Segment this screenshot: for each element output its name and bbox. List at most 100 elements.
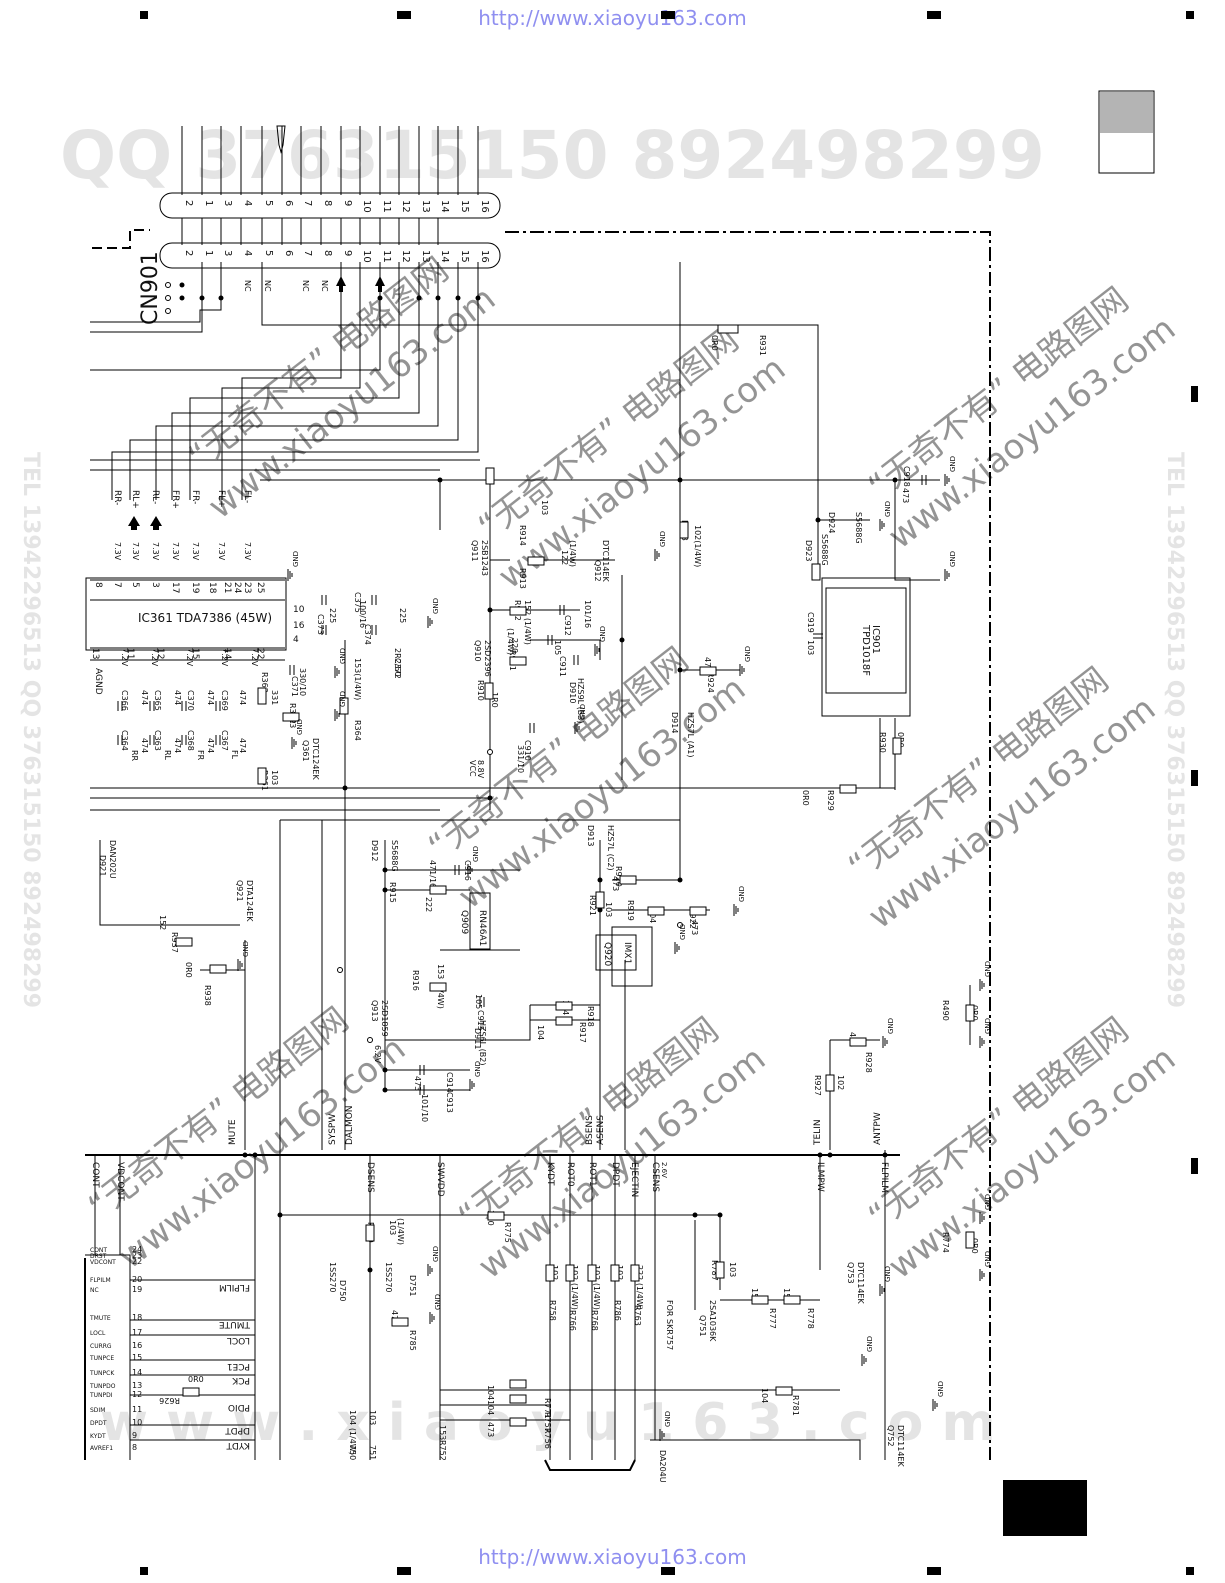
speaker-label: FL- bbox=[242, 490, 252, 503]
part-label: 104 (1/4W) bbox=[348, 1410, 357, 1455]
part-label: R920 bbox=[614, 866, 623, 887]
part-label: HZS7L (C2) bbox=[606, 825, 615, 871]
mcu-pin-number: 22 bbox=[132, 1257, 142, 1266]
cn901-bottom-pin: 8 bbox=[322, 250, 333, 256]
cn901-top-pin: 6 bbox=[283, 200, 294, 206]
speaker-arrows bbox=[128, 516, 162, 530]
bottom-url[interactable]: http://www.xiaoyu163.com bbox=[478, 1545, 747, 1569]
part-label: DTA124EK bbox=[245, 880, 254, 922]
cn901-bottom-pin: 16 bbox=[479, 250, 490, 263]
resistor bbox=[965, 1004, 975, 1022]
amp-bottom-pin: 22 bbox=[255, 648, 265, 659]
part-label: DTC114EK bbox=[896, 1425, 905, 1467]
part-label: 103 bbox=[806, 640, 815, 655]
bus-label: FLPILM bbox=[879, 1162, 889, 1193]
part-label: FL bbox=[230, 750, 239, 760]
svg-text:NC: NC bbox=[263, 280, 272, 292]
resistor bbox=[545, 1264, 555, 1282]
part-label: C368 bbox=[186, 730, 195, 751]
shield-frame bbox=[505, 231, 991, 1460]
part-label: Q361 bbox=[301, 740, 310, 762]
part-label: C374 bbox=[363, 624, 372, 645]
part-label: C372 bbox=[393, 658, 402, 679]
open-terminals bbox=[165, 282, 683, 1043]
cn901-top-pin: 7 bbox=[302, 200, 313, 206]
resistor bbox=[751, 1295, 769, 1305]
speaker-label: RL- bbox=[150, 490, 160, 504]
gnd-label: GND bbox=[292, 551, 300, 567]
resistor bbox=[619, 875, 637, 885]
part-label: R915 bbox=[388, 882, 397, 903]
part-label: 220 bbox=[510, 638, 519, 653]
part-label: 103 bbox=[388, 1220, 397, 1235]
capacitor-symbols bbox=[117, 475, 927, 1095]
part-label: Q910 bbox=[473, 640, 482, 662]
amp-bottom-volt: 7.2V bbox=[150, 648, 159, 667]
speaker-label: RL+ bbox=[130, 490, 140, 509]
part-label: 222 (1/4W) bbox=[635, 1265, 644, 1310]
cn901-bottom-pin: 11 bbox=[381, 250, 392, 263]
mcu-pin-number: 11 bbox=[132, 1405, 142, 1414]
part-label: R766 bbox=[568, 1310, 577, 1331]
svg-text:NC: NC bbox=[243, 280, 252, 292]
mcu-pin-name: CURRG bbox=[90, 1343, 112, 1350]
gnd-label: GND bbox=[296, 719, 304, 735]
part-label: C370 bbox=[186, 690, 195, 711]
cn901-bottom-pin: 2 bbox=[183, 250, 194, 256]
amp-top-pin: 18 bbox=[207, 582, 217, 594]
part-label: Q753 bbox=[846, 1262, 855, 1284]
part-label: R922 bbox=[688, 908, 697, 929]
part-label: DA204U bbox=[658, 1450, 667, 1483]
resistor bbox=[365, 1224, 375, 1242]
resistor bbox=[527, 556, 545, 566]
part-label: 2SD1859 bbox=[380, 1000, 389, 1037]
part-label: 102 (1/4W) bbox=[570, 1265, 579, 1310]
part-label: 103 bbox=[270, 770, 279, 785]
part-label: 104 bbox=[486, 1385, 495, 1400]
part-label: S5688G bbox=[820, 534, 829, 566]
cn901-top-pin: 16 bbox=[479, 200, 490, 213]
resistor bbox=[484, 682, 494, 700]
part-label: R910 bbox=[476, 680, 485, 701]
bus-label: DSENS bbox=[365, 1162, 375, 1193]
gnd-label: GND bbox=[937, 1381, 945, 1397]
mcu-pin-name: TUNPDI bbox=[89, 1392, 113, 1399]
part-label: C914 bbox=[445, 1072, 454, 1093]
part-label: C364 bbox=[120, 730, 129, 751]
cn901-bottom-pin: 14 bbox=[439, 250, 450, 263]
junction-dots bbox=[179, 282, 898, 1273]
gnd-label: GND bbox=[984, 1018, 992, 1034]
gnd-label: GND bbox=[339, 648, 347, 664]
part-label: 2SB1243 bbox=[480, 540, 489, 576]
part-label: 2SD2396 bbox=[483, 640, 492, 677]
gnd-label: GND bbox=[432, 598, 440, 614]
part-label: R778 bbox=[806, 1308, 815, 1329]
pink-watermarks: “无奇不有” 电路图网 www.xiaoyu163.com “无奇不有” 电路图… bbox=[81, 250, 1183, 1287]
top-url[interactable]: http://www.xiaoyu163.com bbox=[478, 6, 747, 30]
gnd-label: GND bbox=[744, 646, 752, 662]
resistor bbox=[509, 1417, 527, 1427]
gnd-label: GND bbox=[472, 846, 480, 862]
part-label: Q911 bbox=[470, 540, 479, 562]
bus-label: CONT bbox=[90, 1162, 100, 1188]
mcu-signal: DPDT bbox=[225, 1425, 250, 1435]
amp-volt: 7.3V bbox=[217, 542, 226, 561]
part-label: R921 bbox=[588, 895, 597, 916]
part-label: DAN202U bbox=[108, 840, 117, 879]
resistor bbox=[487, 1211, 505, 1221]
amp-bottom-volt: 7.2V bbox=[220, 648, 229, 667]
cn901-bottom-pin: 13 bbox=[420, 250, 431, 263]
part-label: D924 bbox=[827, 512, 836, 533]
cn901-bottom-pin: 9 bbox=[342, 250, 353, 256]
mcu-pin-name: DPDT bbox=[90, 1420, 107, 1427]
resistor bbox=[775, 1386, 793, 1396]
amp-top-pin: 7 bbox=[112, 582, 122, 588]
bus-label: ILMPW bbox=[815, 1162, 825, 1192]
cn901-top-pin: 12 bbox=[400, 200, 411, 213]
bus-label: ANTPW bbox=[873, 1112, 883, 1145]
speaker-label: FR- bbox=[190, 490, 200, 504]
part-label: 330/10 bbox=[298, 668, 307, 696]
bus-label: BSENS bbox=[585, 1115, 595, 1145]
